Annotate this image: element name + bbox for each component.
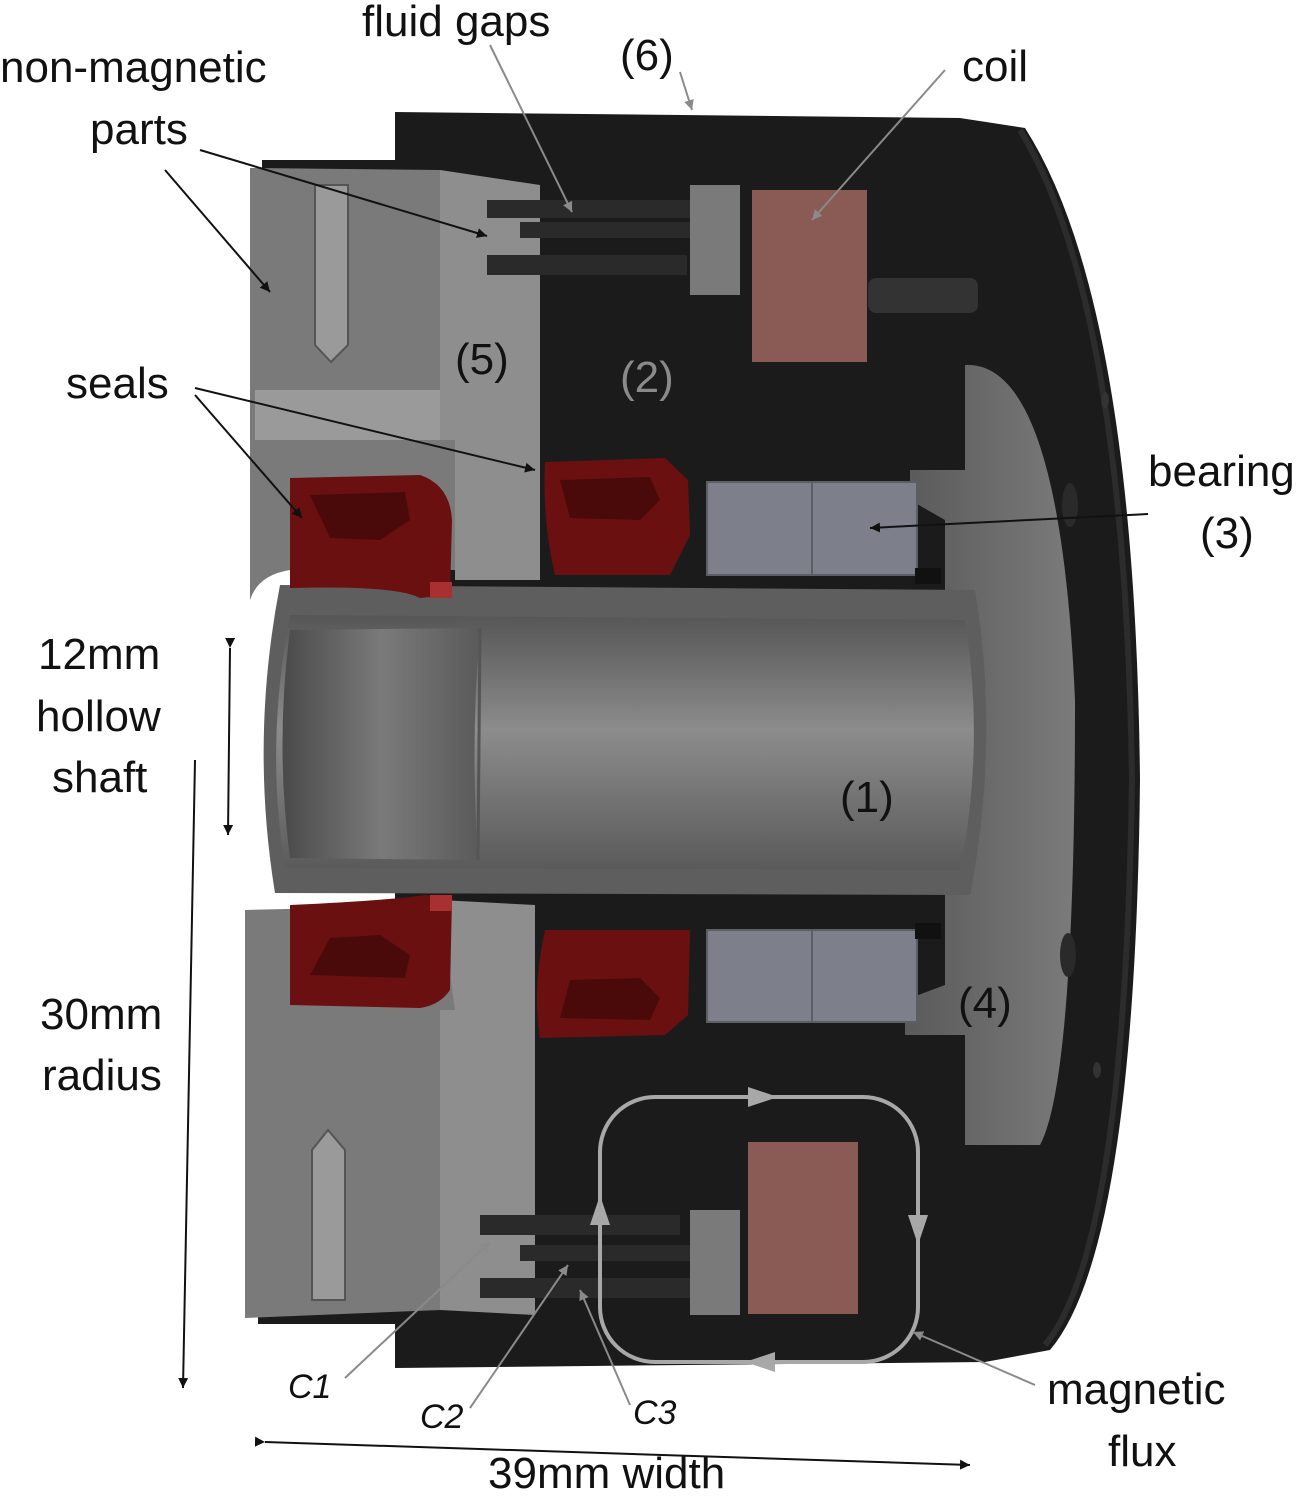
part4-label: (4) (958, 979, 1012, 1028)
bearing-label-line1: bearing (1148, 447, 1295, 496)
fluid-gaps-leader (489, 44, 573, 213)
radius-label-line2: radius (42, 1051, 162, 1100)
c1-leader (344, 1241, 491, 1379)
seals (290, 458, 690, 1038)
magnetic-flux-label-line1: magnetic (1047, 1365, 1226, 1414)
bearing-label-line2: (3) (1200, 509, 1254, 558)
hollow-shaft-label-line1: 12mm (38, 630, 161, 679)
width-dimension-arrow (254, 1436, 971, 1470)
width-label: 39mm width (488, 1449, 726, 1498)
coil-bottom (748, 1142, 858, 1314)
part2-label: (2) (620, 353, 674, 402)
fluid-gap-plates-bottom (480, 1210, 740, 1315)
fluid-gap-plates-top (487, 185, 740, 295)
bearing (706, 481, 941, 1023)
coil-lead-wire (868, 278, 978, 313)
seals-label: seals (66, 359, 169, 408)
dimension-arrows (178, 637, 971, 1470)
coil-leader (811, 69, 946, 221)
output-flange (905, 364, 1109, 1145)
part1-label: (1) (840, 773, 894, 822)
hollow-shaft-label-line3: shaft (52, 753, 148, 802)
c1-label: C1 (288, 1368, 332, 1406)
part6-label: (6) (620, 31, 674, 80)
seals-leader-1 (194, 394, 303, 519)
coil-top (752, 190, 867, 362)
fluid-gaps-label: fluid gaps (362, 0, 551, 46)
seals-leader-2 (194, 387, 536, 473)
magnetic-flux-loop (590, 1087, 928, 1372)
bearing-leader (869, 513, 1149, 533)
c3-leader (579, 1289, 631, 1406)
c2-label: C2 (420, 1398, 464, 1436)
c2-leader (469, 1264, 569, 1409)
non-magnetic-leader-1 (164, 169, 271, 293)
part5-label: (5) (455, 335, 509, 384)
non-magnetic-label-line1: non-magnetic (0, 43, 267, 92)
radius-label-line1: 30mm (40, 990, 163, 1039)
non-magnetic-leader-2 (199, 149, 488, 238)
magnetic-flux-label-line2: flux (1108, 1427, 1177, 1476)
hollow-shaft-dimension-arrow (223, 637, 236, 836)
magnetic-flux-leader (912, 1331, 1036, 1386)
hollow-shaft (263, 585, 987, 895)
coil-label: coil (962, 42, 1029, 91)
part6-leader (679, 71, 694, 111)
non-magnetic-label-line2: parts (90, 105, 188, 154)
c3-label: C3 (633, 1394, 677, 1432)
radius-dimension-arrow (178, 759, 196, 1389)
hollow-shaft-label-line2: hollow (36, 692, 161, 741)
leader-lines (164, 44, 1149, 1409)
